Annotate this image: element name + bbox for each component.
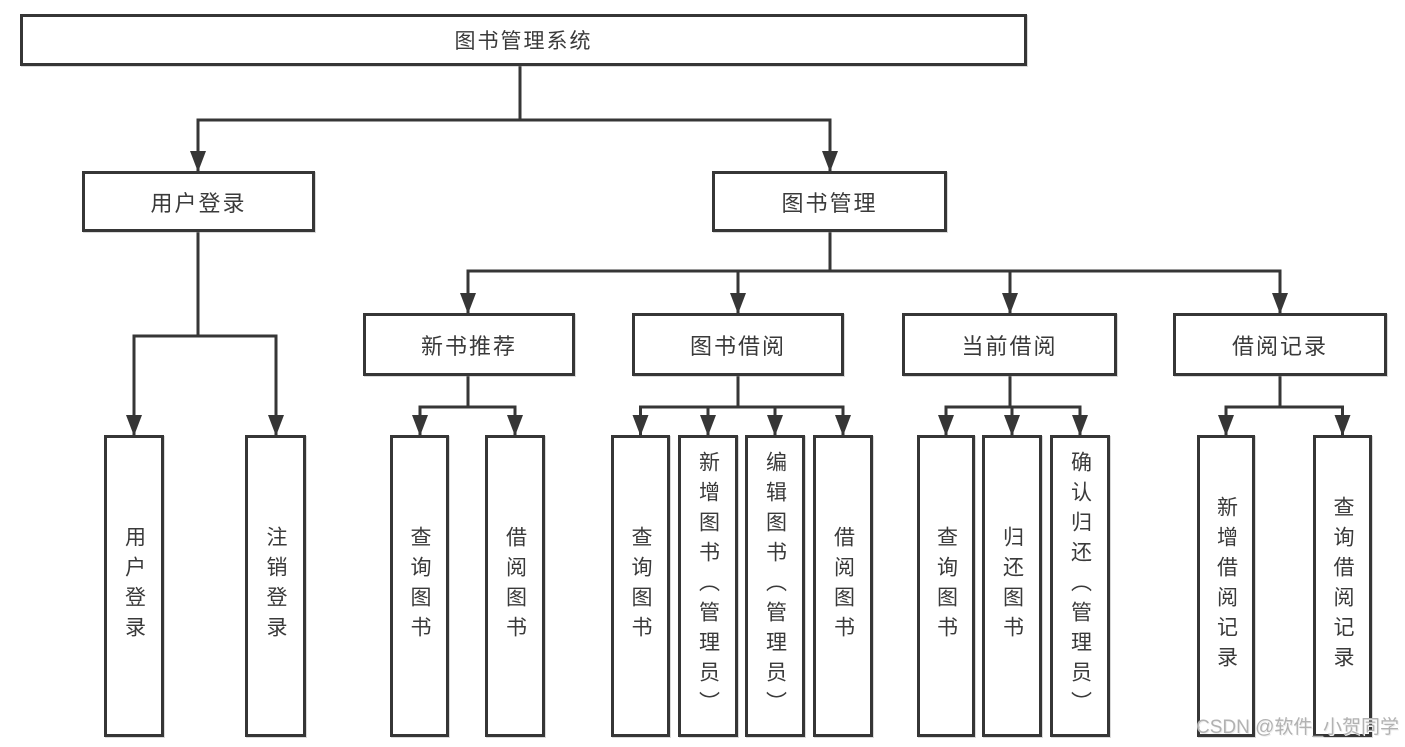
leaf-query-books-recommend-label: 查询图书 xyxy=(408,526,431,646)
node-book-borrowing: 图书借阅 xyxy=(632,313,844,376)
leaf-logout-label: 注销登录 xyxy=(264,526,287,646)
leaf-query-books-current-label: 查询图书 xyxy=(934,526,958,646)
leaf-query-books-current: 查询图书 xyxy=(917,435,975,737)
leaf-return-books: 归还图书 xyxy=(982,435,1042,737)
leaf-user-login: 用户登录 xyxy=(104,435,164,737)
node-user-login: 用户登录 xyxy=(82,171,315,232)
csdn-watermark: CSDN @软件_小贺同学 xyxy=(1196,717,1399,738)
node-root: 图书管理系统 xyxy=(20,14,1027,66)
leaf-add-borrow-record-label: 新增借阅记录 xyxy=(1214,496,1238,676)
leaf-borrow-books-borrowing: 借阅图书 xyxy=(813,435,873,737)
leaf-query-books-borrowing-label: 查询图书 xyxy=(629,526,652,646)
node-root-label: 图书管理系统 xyxy=(454,30,593,53)
tree-edges xyxy=(132,66,1344,435)
node-book-management: 图书管理 xyxy=(712,171,947,232)
leaf-borrow-books-recommend: 借阅图书 xyxy=(485,435,545,737)
leaf-edit-books-admin-label: 编辑图书（管理员） xyxy=(763,451,787,721)
leaf-borrow-books-recommend-label: 借阅图书 xyxy=(503,526,527,646)
leaf-add-books-admin-label: 新增图书（管理员） xyxy=(696,451,720,721)
leaf-return-books-label: 归还图书 xyxy=(1000,526,1024,646)
leaf-user-login-label: 用户登录 xyxy=(122,526,146,646)
node-new-book-recommend: 新书推荐 xyxy=(363,313,575,376)
node-user-login-label: 用户登录 xyxy=(150,190,247,216)
node-borrowing-records-label: 借阅记录 xyxy=(1231,333,1328,359)
node-current-borrowing: 当前借阅 xyxy=(902,313,1117,376)
leaf-logout: 注销登录 xyxy=(245,435,306,737)
leaf-query-borrow-record-label: 查询借阅记录 xyxy=(1331,496,1354,676)
leaf-borrow-books-borrowing-label: 借阅图书 xyxy=(831,526,855,646)
node-book-borrowing-label: 图书借阅 xyxy=(689,333,786,359)
leaf-query-borrow-record: 查询借阅记录 xyxy=(1313,435,1372,737)
leaf-query-books-borrowing: 查询图书 xyxy=(611,435,670,737)
leaf-confirm-return-admin-label: 确认归还（管理员） xyxy=(1068,451,1092,721)
leaf-add-books-admin: 新增图书（管理员） xyxy=(678,435,738,737)
leaf-add-borrow-record: 新增借阅记录 xyxy=(1197,435,1255,737)
leaf-query-books-recommend: 查询图书 xyxy=(390,435,449,737)
node-book-management-label: 图书管理 xyxy=(781,190,878,216)
leaf-confirm-return-admin: 确认归还（管理员） xyxy=(1050,435,1110,737)
node-borrowing-records: 借阅记录 xyxy=(1173,313,1387,376)
node-current-borrowing-label: 当前借阅 xyxy=(961,333,1058,359)
arrow-heads xyxy=(126,151,1351,436)
node-new-book-recommend-label: 新书推荐 xyxy=(420,333,517,359)
leaf-edit-books-admin: 编辑图书（管理员） xyxy=(745,435,805,737)
